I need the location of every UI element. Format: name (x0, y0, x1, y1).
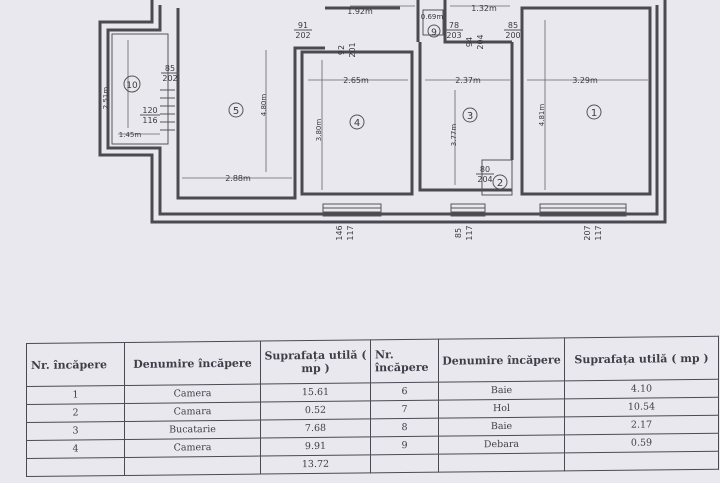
door-85b-top: 85 (165, 64, 175, 73)
table-cell-nr (26, 457, 125, 477)
table-cell-nr: 7 (370, 400, 439, 419)
dim-room-10: 1.45m (119, 131, 142, 139)
table-cell-area: 10.54 (564, 397, 719, 417)
table-header-row: Nr. încăpere Denumire încăpere Suprafața… (26, 336, 719, 387)
table-cell-nr: 9 (370, 436, 439, 455)
table-cell-name: Camera (124, 438, 261, 458)
table-cell-name (438, 452, 565, 473)
dim-top-2: 1.32m (471, 4, 497, 13)
table-cell-name: Baie (438, 416, 565, 437)
room-number-2: 2 (497, 178, 503, 189)
vdoor-94-top: 94 (465, 37, 474, 47)
room-number-1: 1 (591, 108, 597, 119)
door-80-bottom: 204 (477, 175, 492, 184)
room-number-3: 3 (467, 111, 473, 122)
table-cell-nr: 6 (370, 382, 439, 401)
vertical-door-labels: 92 201 94 204 146 117 85 117 207 117 (335, 34, 603, 240)
vdoor-92-bottom: 201 (348, 42, 357, 57)
room-number-5: 5 (233, 106, 239, 117)
table-cell-area (564, 451, 719, 471)
plan-walls (98, 0, 667, 224)
dim-room-1: 3.29m (572, 76, 598, 85)
door-91-bottom: 202 (295, 31, 310, 40)
door-120-top: 120 (142, 106, 157, 115)
header-nr-left: Nr. încăpere (26, 342, 125, 387)
table-cell-nr: 2 (26, 403, 125, 423)
room-areas-table: Nr. încăpere Denumire încăpere Suprafața… (26, 336, 719, 477)
vdoor-92-top: 92 (337, 45, 346, 55)
dim-room-5-h: 4.80m (260, 94, 268, 117)
header-area-right: Suprafața utilă ( mp ) (564, 336, 719, 381)
table-cell-area: 9.91 (260, 436, 371, 457)
room-number-9: 9 (431, 28, 437, 38)
room-number-4: 4 (354, 118, 360, 129)
table-cell-area: 2.17 (564, 415, 719, 435)
dim-room-10-h: 2.51m (102, 87, 110, 110)
door-85-bottom: 200 (505, 31, 520, 40)
table-cell-name (124, 456, 261, 476)
vwin-85-top: 85 (454, 228, 463, 238)
vdoor-94-bottom: 204 (476, 34, 485, 49)
table-cell-area: 4.10 (564, 379, 719, 399)
dim-room-3-h: 3.77m (450, 124, 458, 147)
table-cell-area: 15.61 (260, 382, 371, 403)
vwin-85-bottom: 117 (465, 225, 474, 240)
table-cell-nr: 3 (26, 421, 125, 441)
vwin-207-bottom: 117 (594, 225, 603, 240)
room-labels: 1 2 3 4 5 9 10 (123, 24, 602, 190)
dim-room-1-h: 4.81m (538, 104, 546, 127)
table-cell-area: 0.59 (564, 433, 719, 453)
table-cell-nr: 4 (26, 439, 125, 459)
dim-room-3: 2.37m (455, 76, 481, 85)
door-80-top: 80 (480, 165, 490, 174)
door-78-top: 78 (449, 21, 459, 30)
dim-room-4: 2.65m (343, 76, 369, 85)
table-cell-name: Debara (438, 434, 565, 455)
door-78-bottom: 203 (446, 31, 461, 40)
dim-room-4-h: 3.80m (315, 119, 323, 142)
door-91-top: 91 (298, 21, 308, 30)
table-cell-name: Hol (438, 398, 565, 419)
table-cell-area: 0.52 (260, 400, 371, 421)
door-120-bottom: 116 (142, 116, 157, 125)
dim-room-5: 2.88m (225, 174, 251, 183)
header-name-right: Denumire încăpere (438, 337, 565, 383)
table-cell-name: Camera (124, 384, 261, 404)
dimension-labels: 3.29m 4.81m 2.37m 3.77m 2.65m 3.80m 2.88… (102, 4, 598, 183)
vwin-146-top: 146 (335, 225, 344, 240)
door-85b-bottom: 202 (162, 74, 177, 83)
floor-plan: 1 2 3 4 5 9 10 3.29m 4.81m 2.37m 3.77m 2… (98, 0, 667, 241)
header-name-left: Denumire încăpere (124, 341, 261, 386)
vwin-207-top: 207 (583, 225, 592, 240)
room-number-10: 10 (126, 81, 138, 91)
table-cell-nr: 8 (370, 418, 439, 437)
dim-room-9: 0.69m (421, 13, 444, 21)
vwin-146-bottom: 117 (346, 225, 355, 240)
table-cell-name: Baie (438, 380, 565, 401)
door-labels: 91 202 85 200 78 203 85 202 120 116 80 2… (140, 21, 522, 184)
header-nr-right: Nr. încăpere (370, 339, 439, 383)
door-85-top: 85 (508, 21, 518, 30)
table-cell-name: Bucatarie (124, 420, 261, 440)
table-cell-name: Camara (124, 402, 261, 422)
room-areas-table-wrapper: Nr. încăpere Denumire încăpere Suprafața… (26, 336, 720, 483)
table-cell-area: 7.68 (260, 418, 371, 439)
table-cell-nr: 1 (26, 385, 125, 405)
table-cell-area: 13.72 (260, 454, 371, 475)
dim-top-1: 1.92m (347, 7, 373, 16)
header-area-left: Suprafața utilă ( mp ) (260, 339, 371, 385)
table-cell-nr (370, 454, 439, 473)
